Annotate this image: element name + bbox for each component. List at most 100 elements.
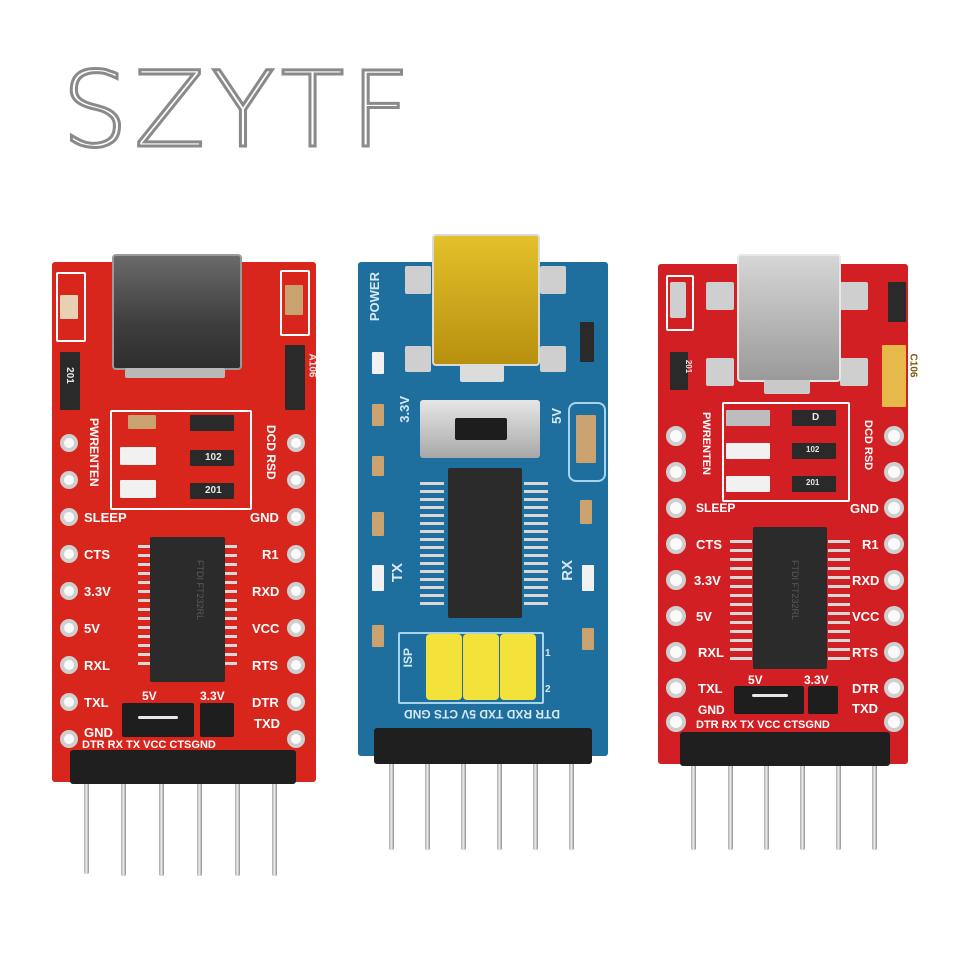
pin-hole	[60, 582, 78, 600]
ftdi-chip	[448, 468, 522, 618]
pin-hole	[884, 498, 904, 518]
label-3v3: 3.3V	[397, 396, 412, 423]
silk-outline	[280, 270, 310, 336]
silk-outline	[666, 275, 694, 331]
diode	[792, 410, 836, 426]
led-rx	[582, 565, 594, 591]
usb-mount-pad	[540, 346, 566, 372]
pin-hole	[666, 642, 686, 662]
usb-mount-pad	[840, 358, 868, 386]
usb-pins	[764, 380, 810, 394]
resistor-code: 102	[205, 452, 222, 463]
header-pin	[728, 766, 733, 850]
label-txd: TXD	[254, 716, 280, 731]
jumper-bridge	[138, 716, 178, 719]
capacitor-code: C106	[907, 353, 919, 378]
pin-hole	[60, 545, 78, 563]
led-power	[372, 352, 384, 374]
pin-header	[70, 750, 296, 784]
header-pin	[425, 764, 430, 850]
ftdi-chip	[753, 527, 827, 669]
pin-hole-rsd	[884, 462, 904, 482]
diode-code: A106	[306, 353, 318, 378]
label-pwrenten: PWRENTEN	[87, 418, 101, 487]
usb-mount-pad	[706, 358, 734, 386]
header-pin	[497, 764, 502, 850]
voltage-jumper[interactable]	[122, 703, 194, 737]
resistor	[372, 625, 384, 647]
label-tx: TX	[389, 563, 406, 583]
pin-hole	[666, 498, 686, 518]
label-bottom-pins: DTR RX TX VCC CTSGND	[696, 719, 830, 731]
pin-hole	[884, 678, 904, 698]
label-cts: CTS	[696, 537, 722, 552]
label-isp: ISP	[401, 648, 415, 668]
usb-mount-pad	[405, 266, 431, 294]
silk-outline	[568, 402, 606, 482]
usb-c-connector	[112, 254, 242, 370]
isp-jumper-2[interactable]	[463, 634, 499, 700]
label-3v3: 3.3V	[694, 573, 721, 588]
usb-mount-pad	[706, 282, 734, 310]
resistor	[888, 282, 906, 322]
capacitor-c106	[882, 345, 906, 407]
pin-hole	[60, 619, 78, 637]
resistor-code: 102	[806, 445, 820, 454]
label-bottom-pins: DTR RXD TXD 5V CTS GND	[404, 707, 561, 721]
label-power: POWER	[367, 272, 382, 322]
led-power	[670, 282, 686, 318]
isp-jumper-3[interactable]	[500, 634, 536, 700]
chip-marking: FTDI FT232RL	[790, 560, 800, 621]
jumper-label-3v3: 3.3V	[804, 673, 829, 687]
label-gnd: GND	[850, 501, 879, 516]
resistor	[580, 500, 592, 524]
jumper-label-5v: 5V	[142, 689, 157, 703]
pin-hole	[666, 534, 686, 554]
header-pin	[389, 764, 394, 850]
pin-hole	[666, 712, 686, 732]
led-rx	[726, 476, 770, 492]
isp-outline	[398, 632, 544, 704]
resistor-code: 201	[806, 478, 820, 487]
header-pin	[872, 766, 877, 850]
resistor-102	[792, 443, 836, 459]
label-rts: RTS	[852, 645, 878, 660]
isp-jumper-1[interactable]	[426, 634, 462, 700]
label-dcd-rsd: DCD RSD	[862, 420, 874, 471]
chip-marking: FTDI FT232RL	[195, 560, 205, 621]
label-isp-2: 2	[545, 684, 551, 695]
pin-hole-rsd	[287, 471, 305, 489]
voltage-jumper[interactable]	[734, 686, 804, 714]
switch-slider[interactable]	[455, 418, 507, 440]
pin-hole	[287, 619, 305, 637]
pin-hole	[884, 642, 904, 662]
pin-hole	[60, 508, 78, 526]
usb-pins	[460, 364, 504, 382]
pin-hole-dcd	[884, 426, 904, 446]
label-dtr: DTR	[252, 695, 279, 710]
pin-hole	[60, 730, 78, 748]
pin-hole	[287, 693, 305, 711]
header-pin	[84, 784, 89, 874]
led-power	[60, 295, 78, 319]
capacitor	[576, 415, 596, 463]
header-pin	[159, 784, 164, 876]
label-rts: RTS	[252, 658, 278, 673]
brand-logo: SZYTF	[60, 49, 417, 171]
resistor	[190, 415, 234, 431]
label-r1: R1	[862, 537, 879, 552]
mini-usb-connector-gold	[432, 234, 540, 366]
jumper-header	[808, 686, 838, 714]
pin-hole	[287, 508, 305, 526]
label-vcc: VCC	[852, 609, 880, 624]
capacitor	[128, 415, 156, 429]
label-sleep: SLEEP	[696, 501, 736, 515]
header-pin	[800, 766, 805, 850]
resistor	[372, 404, 384, 426]
label-r1: R1	[262, 547, 279, 562]
pin-hole	[666, 570, 686, 590]
resistor-201	[60, 352, 80, 410]
pin-header	[374, 728, 592, 764]
resistor-code: 201	[63, 367, 75, 384]
pin-hole	[287, 545, 305, 563]
